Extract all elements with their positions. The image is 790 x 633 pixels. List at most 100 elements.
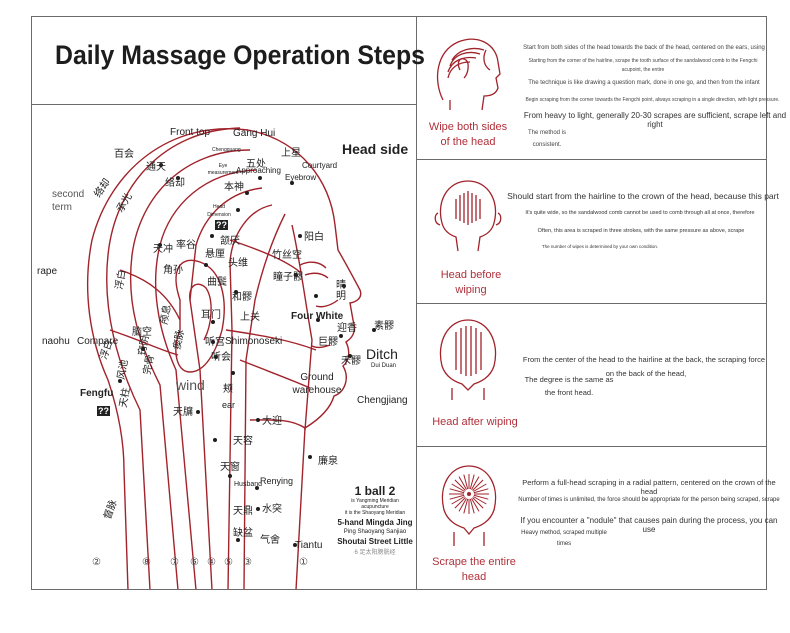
svg-text:听会: 听会 [211, 350, 231, 363]
svg-text:阳白: 阳白 [304, 230, 324, 243]
step2-text-1: Should start from the hairline to the cr… [507, 191, 779, 201]
step3-text-2: The degree is the same as the front head… [524, 375, 614, 397]
svg-text:角孙: 角孙 [163, 263, 183, 276]
step1-head-side-illustration [436, 38, 501, 111]
label-courtyard: Courtyard [302, 161, 338, 170]
label-renying: Renying [260, 476, 294, 486]
label-dui-duan: Dui Duan [371, 363, 397, 369]
step2-text-2: It's quite wide, so the sandalwood comb … [525, 210, 755, 216]
step3-head-back-illustration [439, 319, 497, 400]
step1-text-1: Start from both sides of the head toward… [523, 45, 765, 51]
legend-line-8: 6 足太阳膀胱经 [354, 550, 396, 556]
label-ditch: Ditch [366, 346, 398, 362]
label-compare: Compare [77, 336, 119, 347]
legend-line-5: 5-hand Mingda Jing [337, 518, 413, 527]
svg-text:天牖: 天牖 [173, 406, 193, 418]
step-divider-3 [416, 446, 767, 447]
label-ear: ear [222, 400, 236, 410]
svg-text:迎香: 迎香 [337, 322, 357, 334]
label-eyebrow: Eyebrow [285, 173, 317, 182]
meridian-number-4: ⑥ [190, 557, 199, 568]
step2-head-front-illustration [434, 180, 502, 252]
svg-text:颅息: 颅息 [157, 304, 173, 326]
svg-text:窍阴: 窍阴 [135, 335, 151, 357]
step4-text-4: Heavy method, scraped multiple times [521, 530, 607, 547]
radial-scrape-ray [473, 496, 487, 505]
meridian-line-2 [129, 149, 251, 589]
svg-text:明: 明 [336, 290, 346, 302]
svg-text:天柱: 天柱 [116, 387, 132, 409]
radial-scrape-ray [451, 483, 465, 492]
step2-title: Head before wiping [440, 269, 502, 296]
head-acupoint-diagram: 百会 通天 络却 络却 承光 五处 上星 本神 天冲 率谷 角孙 悬厘 颔厌 曲… [86, 127, 394, 589]
meridian-line-3 [155, 169, 257, 589]
meridian-number-8: ① [299, 557, 308, 568]
step2-text-3: Often, this area is scraped in three str… [537, 228, 745, 234]
radial-scrape-ray [463, 474, 469, 490]
radial-scrape-ray [458, 498, 467, 512]
svg-text:本神: 本神 [224, 180, 244, 193]
meridian-number-5: ④ [207, 557, 216, 568]
svg-text:百会: 百会 [114, 147, 134, 160]
svg-text:督脉: 督脉 [101, 498, 120, 521]
radial-scrape-ray [469, 474, 475, 490]
svg-text:瞳子髎: 瞳子髎 [273, 270, 303, 283]
svg-text:承光: 承光 [113, 191, 134, 215]
label-head-dimension: Head Dimension [207, 204, 231, 218]
svg-text:天窗: 天窗 [220, 460, 240, 473]
svg-text:颊: 颊 [223, 382, 233, 395]
svg-text:络却: 络却 [165, 176, 185, 189]
svg-text:耳门: 耳门 [201, 308, 221, 321]
face-profile [247, 129, 362, 589]
svg-text:上星: 上星 [281, 147, 301, 159]
label-question-1: ?? [215, 220, 228, 230]
svg-text:缺盆: 缺盆 [233, 526, 253, 539]
label-naohu: naohu [42, 336, 70, 347]
svg-text:廉泉: 廉泉 [318, 454, 338, 467]
step1-text-5: From heavy to light, generally 20-30 scr… [523, 111, 787, 129]
legend-line-6: Ping Shaoyang Sanjiao [343, 529, 407, 535]
step1-text-4: Begin scraping from the corner towards t… [525, 97, 780, 103]
svg-text:素髎: 素髎 [374, 319, 394, 332]
meridian-line-7 [291, 224, 313, 431]
svg-text:颔厌: 颔厌 [220, 234, 240, 247]
radial-scrape-ray [473, 488, 489, 494]
meridian-line-1 [106, 127, 241, 589]
svg-text:率谷: 率谷 [176, 238, 196, 251]
svg-text:曲鬓: 曲鬓 [207, 275, 227, 288]
radial-scrape-ray [471, 498, 480, 512]
svg-text:浮白: 浮白 [112, 269, 128, 291]
label-eye-measurement: Eye measurement [207, 163, 239, 176]
svg-text:天容: 天容 [233, 434, 253, 447]
radial-scrape-ray [454, 479, 466, 491]
step4-head-radial-illustration [441, 465, 497, 546]
step4-text-1: Perform a full-head scraping in a radial… [522, 478, 776, 496]
step1-text-2: Starting from the corner of the hairline… [528, 58, 758, 73]
step-divider-2 [416, 303, 767, 304]
radial-scrape-ray [471, 476, 480, 490]
svg-text:竹丝空: 竹丝空 [272, 248, 302, 261]
radial-scrape-ray [473, 483, 487, 492]
label-four-white: Four White [291, 311, 344, 322]
legend-line-4: it is the Shaoyang Meridian [344, 510, 406, 516]
meridian-line-6 [243, 213, 286, 589]
step1-text-6: The method is consistent. [527, 130, 567, 148]
svg-text:通天: 通天 [146, 161, 166, 173]
label-tiantu: Tiantu [295, 540, 323, 551]
label-fengfu: Fengfu [80, 388, 114, 399]
legend-line-1: 1 ball 2 [354, 484, 396, 498]
step4-text-2: Number of times is unlimited, the force … [518, 497, 780, 503]
radial-scrape-ray [458, 476, 467, 490]
legend-line-7: Shoutai Street Little [337, 537, 413, 546]
svg-text:大迎: 大迎 [262, 414, 282, 427]
meridian-number-3: ⑦ [170, 557, 179, 568]
svg-text:风池: 风池 [114, 359, 130, 381]
step4-text-3: If you encounter a "nodule" that causes … [520, 516, 778, 534]
label-question-2: ?? [97, 406, 110, 416]
step3-title: Head after wiping [432, 416, 518, 428]
label-chengguang: Chengguang [212, 147, 241, 153]
radial-scrape-ray [449, 494, 465, 500]
ear [175, 259, 225, 373]
svg-text:禾髎: 禾髎 [341, 355, 361, 367]
svg-text:水突: 水突 [262, 502, 282, 515]
